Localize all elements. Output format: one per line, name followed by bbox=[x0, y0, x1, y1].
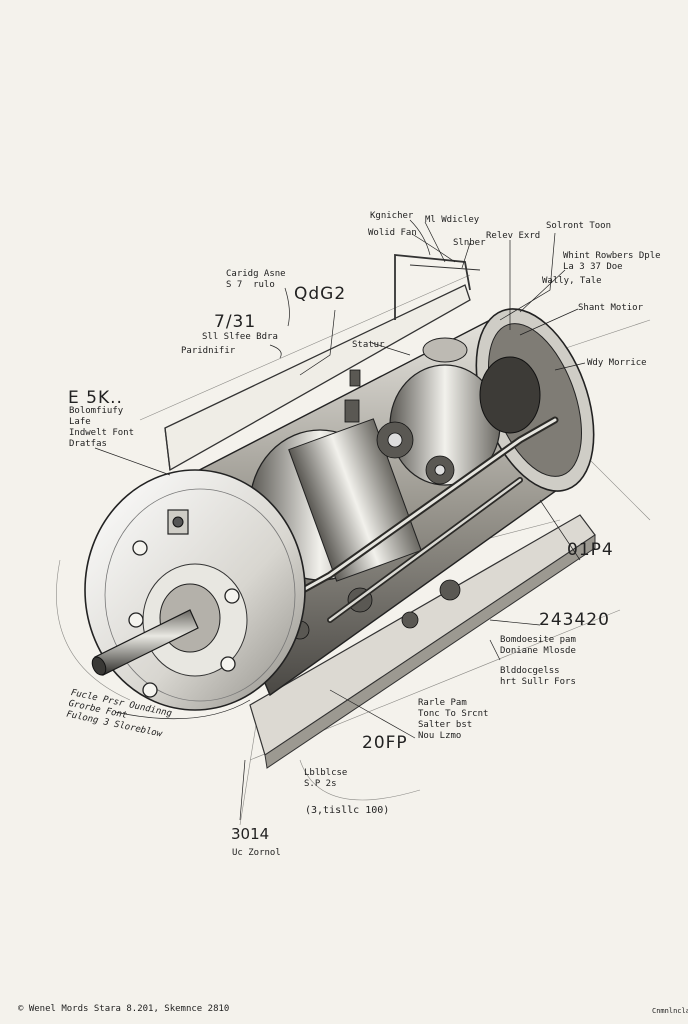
label-kgnicher: Kgnicher bbox=[370, 211, 414, 221]
label-bolomfiufy: Bolomfiufy Lafe Indwelt Font Dratfas bbox=[69, 406, 135, 449]
label-20fp: 20FP bbox=[362, 733, 408, 753]
label-wdicley: Ml Wdicley bbox=[425, 215, 480, 225]
label-statur: Statur bbox=[352, 340, 385, 350]
label-paridnifir: Paridnifir bbox=[181, 346, 236, 356]
label-243420: 243420 bbox=[539, 610, 610, 630]
label-sll-slfee: Sll Slfee Bdra bbox=[202, 332, 278, 342]
footer-caption-left: © Wenel Mords Stara 8.201, Skemnce 2810 bbox=[18, 1004, 230, 1014]
footer-caption-right: Cnmnlnclas bbox=[652, 1007, 688, 1015]
label-caridg-asne: Caridg Asne S 7 rulo bbox=[226, 269, 286, 290]
label-solront-toon: Solront Toon bbox=[546, 221, 612, 231]
label-7-31: 7/31 bbox=[214, 312, 257, 332]
label-rarle-pam: Rarle Pam Tonc To Srcnt Salter bst Nou L… bbox=[418, 698, 489, 741]
label-shant-motior: Shant Motior bbox=[578, 303, 644, 313]
label-blddocgelss: Blddocgelss hrt Sullr Fors bbox=[500, 666, 576, 687]
label-lblblcse: Lblblcse S.P 2s bbox=[304, 768, 348, 789]
label-3014: 3014 bbox=[231, 825, 270, 843]
label-01p4: 01P4 bbox=[567, 540, 614, 560]
label-whint-rowbers: Whint Rowbers Dple La 3 37 Doe bbox=[563, 251, 661, 272]
label-e5k: E 5K.. bbox=[68, 388, 123, 408]
label-stisllc: (3,tisllc 100) bbox=[305, 805, 390, 816]
label-wolid-fan: Wolid Fan bbox=[368, 228, 417, 238]
label-qdg2: QdG2 bbox=[294, 284, 347, 304]
label-slnber: Slnber bbox=[453, 238, 486, 248]
label-uc-zornol: Uc Zornol bbox=[232, 848, 281, 858]
label-bomdoesite: Bomdoesite pam Doniane Mlosde bbox=[500, 635, 576, 656]
label-wally-tale: Wally, Tale bbox=[542, 276, 602, 286]
label-wdy-morrice: Wdy Morrice bbox=[587, 358, 647, 368]
label-relev-exrd: Relev Exrd bbox=[486, 231, 541, 241]
